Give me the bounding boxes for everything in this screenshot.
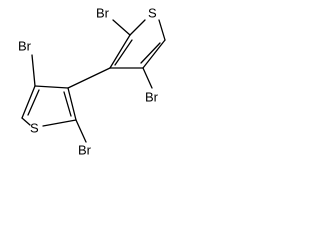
bond-lower-s-c2 bbox=[42, 119, 77, 127]
bond-upper-c5-c4 bbox=[142, 39, 166, 69]
bond-upper-c5-c4-double bbox=[140, 42, 161, 64]
br-upper-left-label: Br bbox=[96, 5, 110, 20]
bond-lower-c4-c5-double bbox=[27, 89, 40, 116]
bond-lower-c4-br bbox=[31, 54, 36, 87]
br-lower-top-label: Br bbox=[18, 38, 32, 53]
bond-lower-c5-s bbox=[21, 117, 31, 126]
structure-diagram: Br S Br Br S Br bbox=[18, 5, 166, 157]
sulfur-lower-label: S bbox=[30, 120, 39, 135]
bond-upper-c2-s bbox=[129, 19, 146, 36]
upper-thiophene-ring bbox=[109, 19, 166, 89]
bond-lower-c2-c3 bbox=[67, 87, 77, 121]
bond-upper-c2-br bbox=[112, 19, 131, 36]
bond-upper-c3-c2 bbox=[109, 34, 131, 69]
bond-lower-c2-c3-double bbox=[63, 91, 72, 117]
bond-lower-c4-c5 bbox=[21, 85, 36, 119]
bond-lower-c3-c4 bbox=[34, 85, 69, 89]
bond-biaryl-link bbox=[67, 67, 111, 89]
bond-upper-s-c5 bbox=[158, 19, 166, 41]
br-upper-right-label: Br bbox=[145, 89, 159, 104]
br-lower-bottom-label: Br bbox=[78, 142, 92, 157]
bond-upper-c3-c2-double bbox=[114, 39, 133, 66]
lower-thiophene-ring bbox=[21, 54, 111, 143]
bond-upper-c4-br bbox=[142, 67, 153, 89]
sulfur-upper-label: S bbox=[148, 5, 157, 20]
bond-lower-c2-br bbox=[75, 119, 87, 143]
